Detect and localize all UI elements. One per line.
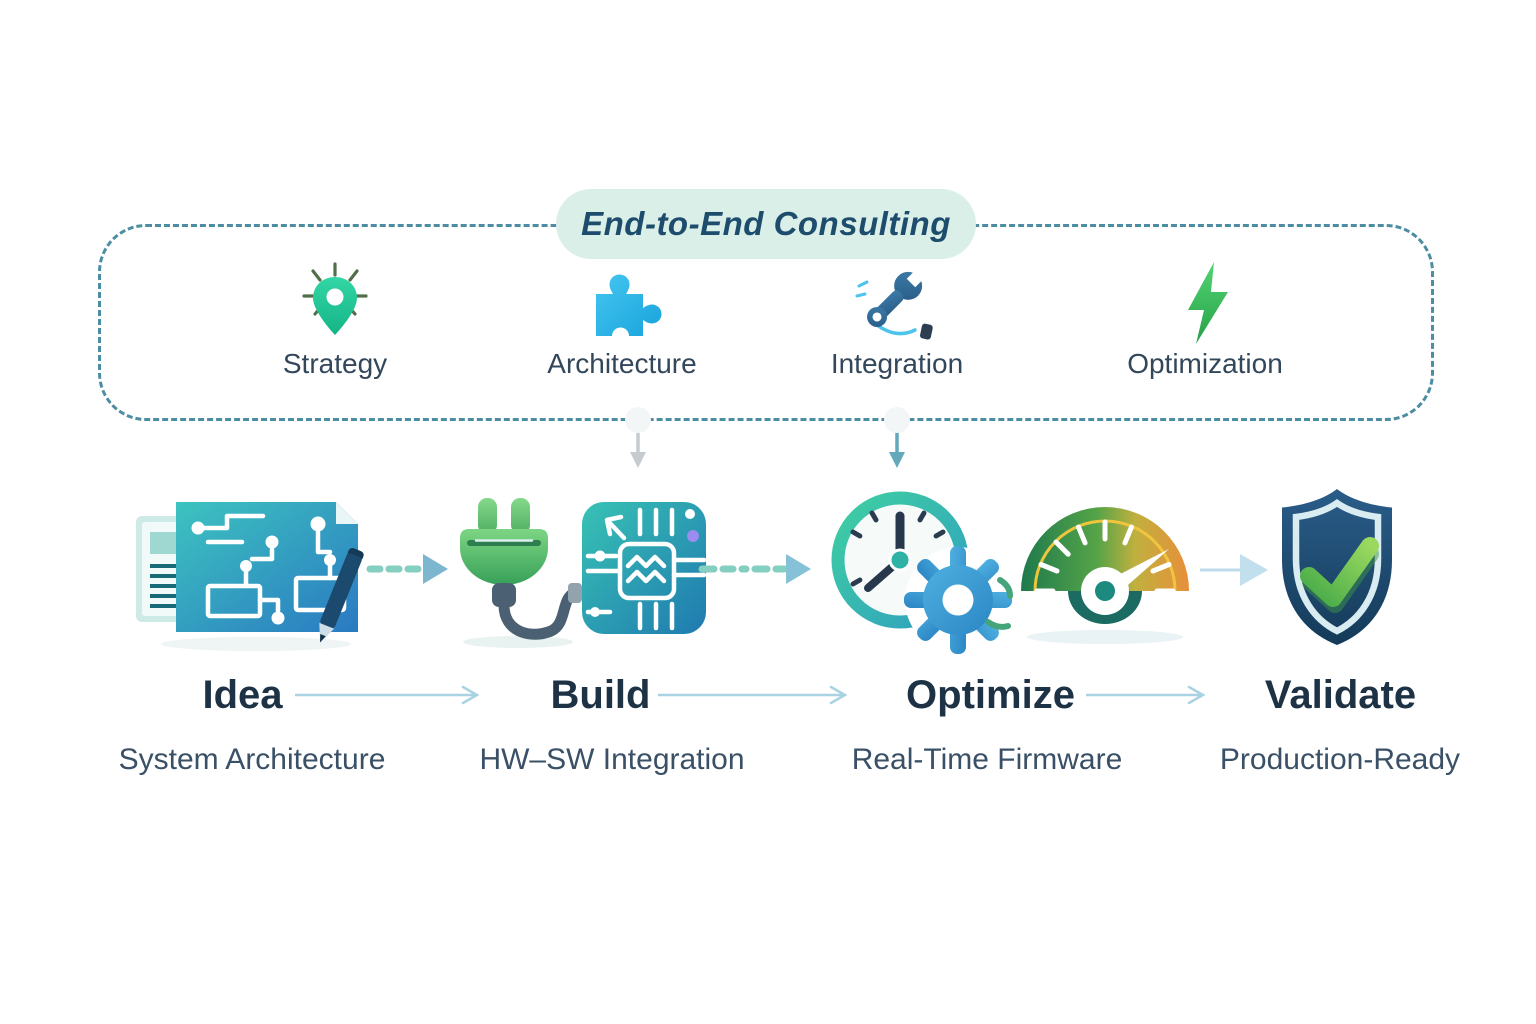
stage-subtitle-build: HW–SW Integration [479, 743, 745, 776]
mcu-chip-icon [582, 502, 707, 634]
power-plug-mcu-icon [460, 498, 707, 648]
connector-dot [884, 407, 910, 433]
stage-title-optimize: Optimize [906, 673, 1075, 717]
flow-arrow [1200, 554, 1268, 586]
shield-check-icon [1282, 489, 1392, 645]
dashed-flow-arrow [698, 554, 811, 584]
connector-dot [625, 407, 651, 433]
power-plug-icon [460, 498, 582, 640]
service-label-architecture: Architecture [547, 348, 697, 379]
stage-subtitle-optimize: Real-Time Firmware [851, 743, 1123, 776]
dashed-flow-arrow [366, 554, 448, 584]
speed-gauge-icon [1021, 507, 1189, 644]
service-label-optimization: Optimization [1127, 348, 1283, 379]
consulting-pill: End-to-End Consulting [556, 189, 976, 259]
title-flow-arrow [658, 685, 848, 705]
title-flow-arrow [295, 685, 480, 705]
stage-title-idea: Idea [202, 673, 283, 717]
gear-icon [904, 546, 1012, 654]
wrench-icon [855, 267, 933, 340]
puzzle-piece-icon [596, 274, 662, 336]
stage-subtitle-validate: Production-Ready [1219, 743, 1461, 776]
pencil-icon [319, 547, 364, 643]
service-label-integration: Integration [830, 348, 964, 379]
clock-gear-icon [831, 491, 1013, 654]
stage-title-build: Build [550, 673, 651, 717]
pill-label: End-to-End Consulting [581, 205, 951, 242]
title-flow-arrow [1086, 685, 1206, 705]
service-label-strategy: Strategy [282, 348, 388, 379]
stage-title-validate: Validate [1264, 673, 1417, 717]
lightning-bolt-icon [1188, 262, 1228, 344]
schematic-blueprint-icon [136, 502, 364, 651]
location-pin-idea-icon [302, 262, 368, 335]
stage-subtitle-idea: System Architecture [118, 743, 386, 776]
